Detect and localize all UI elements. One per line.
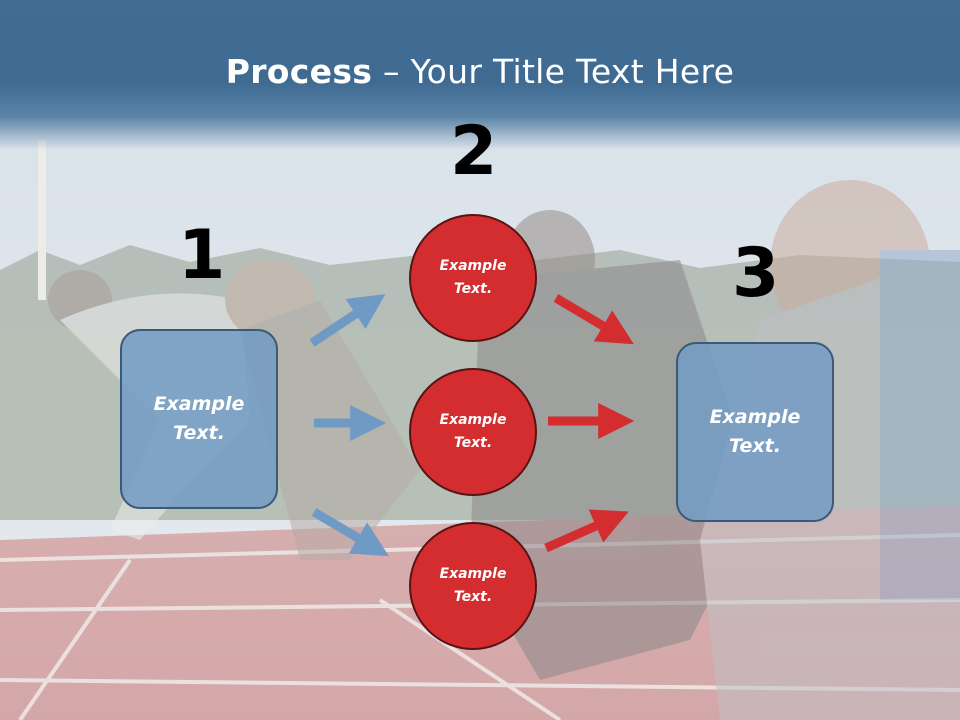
step-1-line2: Text. xyxy=(173,422,225,444)
title-rest: – Your Title Text Here xyxy=(372,52,735,91)
step-number-1: 1 xyxy=(178,216,226,295)
circle-top-line2: Text. xyxy=(453,281,493,297)
arrow-1-to-2c xyxy=(311,508,389,557)
title-bold: Process xyxy=(225,52,373,91)
circle-bottom-line1: Example xyxy=(439,566,507,582)
circle-bottom-line2: Text. xyxy=(453,589,493,605)
arrow-2a-to-3 xyxy=(553,294,634,345)
step-3-line2: Text. xyxy=(729,435,781,457)
arrow-2c-to-3 xyxy=(544,509,629,553)
circle-top-line1: Example xyxy=(439,258,507,274)
step-1-box: Example Text. xyxy=(120,329,278,509)
step-2-circle-middle: Example Text. xyxy=(409,368,537,496)
step-number-2: 2 xyxy=(450,112,498,191)
title-band xyxy=(0,0,960,150)
step-3-line1: Example xyxy=(709,406,801,428)
step-2-circle-top: Example Text. xyxy=(409,214,537,342)
step-1-line1: Example xyxy=(153,393,245,415)
step-number-3: 3 xyxy=(732,234,780,313)
arrow-1-to-2a xyxy=(309,294,386,347)
circle-middle-line1: Example xyxy=(439,412,507,428)
slide-title: Process – Your Title Text Here xyxy=(0,52,960,91)
circle-middle-line2: Text. xyxy=(453,435,493,451)
step-3-box: Example Text. xyxy=(676,342,834,522)
step-2-circle-bottom: Example Text. xyxy=(409,522,537,650)
